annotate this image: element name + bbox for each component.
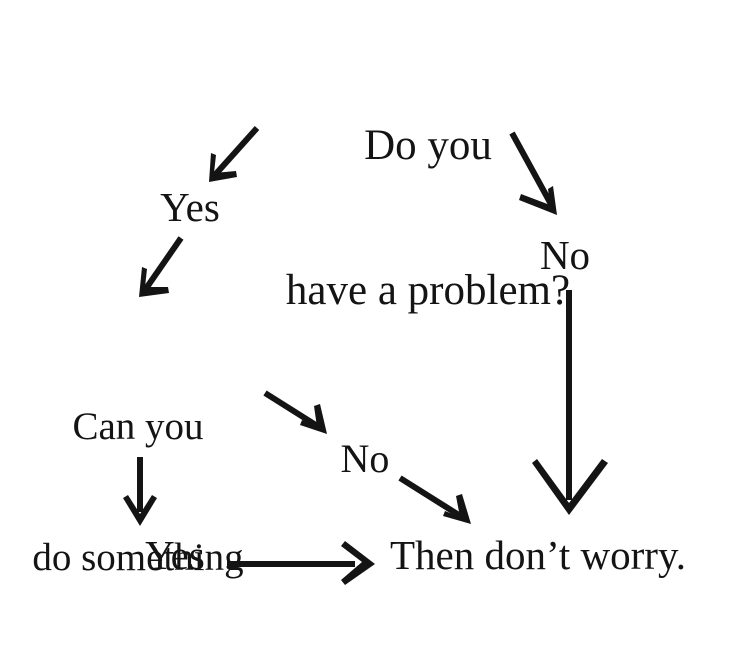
edge-no-to-outcome-long xyxy=(532,290,608,515)
node-yes-first: Yes xyxy=(160,184,220,230)
edge-can-you-to-yes xyxy=(123,457,157,526)
node-no-first: No xyxy=(539,232,591,278)
node-can-you-line-2: do something xyxy=(32,536,244,580)
node-question-line-2: have a problem? xyxy=(285,266,571,314)
edge-no-to-outcome xyxy=(398,475,471,524)
edge-question-to-yes xyxy=(209,125,260,182)
edge-yes-to-can-you xyxy=(139,236,184,297)
edge-question-to-no xyxy=(509,131,557,215)
node-can-you-line-1: Can you xyxy=(72,405,204,449)
node-question-line-1: Do you xyxy=(364,122,492,170)
node-question: Do you have a problem? xyxy=(228,26,628,411)
node-yes-second: Yes xyxy=(145,532,205,578)
edge-yes-to-outcome xyxy=(227,541,375,585)
edge-can-you-to-no xyxy=(263,390,327,434)
node-can-you: Can you do something about it? xyxy=(8,318,268,646)
node-outcome: Then don’t worry. xyxy=(390,532,687,578)
node-no-second: No xyxy=(340,436,390,481)
